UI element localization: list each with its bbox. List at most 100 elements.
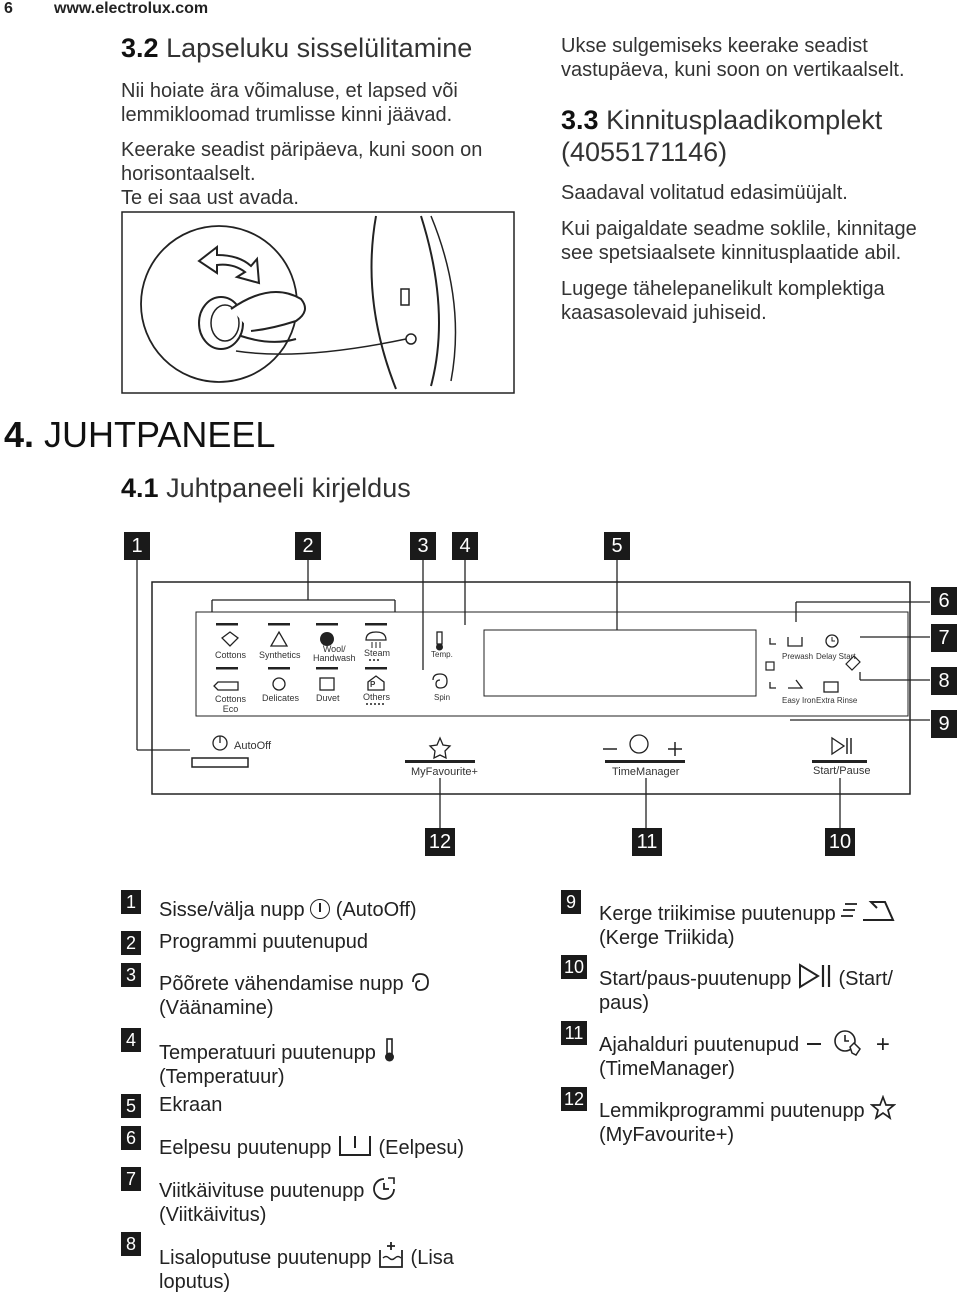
section-3-2-p1: Nii hoiate ära võimaluse, et lapsed või … xyxy=(121,79,458,127)
legend-item-12: Lemmikprogrammi puutenupp (MyFavourite+) xyxy=(599,1094,897,1147)
text-line: Lugege tähelepanelikult komplektiga xyxy=(561,278,885,300)
callout-4: 4 xyxy=(452,532,478,560)
callout-11: 11 xyxy=(632,828,662,856)
text-line: see spetsiaalsete kinnitusplaatide abil. xyxy=(561,242,902,264)
right-top-p1: Saadaval volitatud edasimüüjalt. xyxy=(561,182,848,204)
easy-iron-icon xyxy=(841,901,895,921)
callout-7: 7 xyxy=(931,624,957,652)
thermometer-icon xyxy=(385,1038,395,1062)
label-autooff: AutoOff xyxy=(234,740,272,752)
legend-text: (Lisa xyxy=(410,1247,454,1269)
section-3-2-p2: Keerake seadist päripäeva, kuni soon on … xyxy=(121,138,482,210)
legend-num-5: 5 xyxy=(121,1094,141,1118)
label-others: Others xyxy=(363,692,391,702)
legend-num-4: 4 xyxy=(121,1028,141,1052)
legend-item-8: Lisaloputuse puutenupp (Lisa loputus) xyxy=(159,1240,454,1294)
legend-text: Viitkäivituse puutenupp xyxy=(159,1180,365,1202)
text-line: Wool/ xyxy=(322,644,346,654)
label-wool: Wool/ Handwash xyxy=(313,645,356,663)
legend-text: Ajahalduri puutenupud xyxy=(599,1034,800,1056)
text-line: Eco xyxy=(222,704,239,714)
legend-text: (Eelpesu) xyxy=(378,1137,465,1159)
label-prewash: Prewash xyxy=(782,652,814,661)
legend-num-10: 10 xyxy=(561,955,587,979)
label-myfavourite: MyFavourite+ xyxy=(411,766,478,778)
legend-text: Põõrete vähendamise nupp xyxy=(159,973,404,995)
child-lock-illustration xyxy=(121,211,515,394)
right-top-p0: Ukse sulgemiseks keerake seadist vastupä… xyxy=(561,34,905,82)
legend-text: (Väänamine) xyxy=(159,997,274,1019)
callout-1: 1 xyxy=(124,532,150,560)
legend-item-11: Ajahalduri puutenupud + (TimeManager) xyxy=(599,1029,890,1081)
text-line: vastupäeva, kuni soon on vertikaalselt. xyxy=(561,59,905,81)
text-line: horisontaalselt. xyxy=(121,163,256,185)
legend-text: Lisaloputuse puutenupp xyxy=(159,1247,372,1269)
legend-text: Kerge triikimise puutenupp xyxy=(599,903,836,925)
control-panel-diagram xyxy=(136,560,930,828)
legend-text: paus) xyxy=(599,992,650,1014)
legend-text: Eelpesu puutenupp xyxy=(159,1137,332,1159)
header-url: www.electrolux.com xyxy=(54,0,209,17)
legend-text: (TimeManager) xyxy=(599,1058,735,1080)
callout-12: 12 xyxy=(425,828,455,856)
legend-text: Start/paus-puutenupp xyxy=(599,968,792,990)
legend-num-7: 7 xyxy=(121,1167,141,1191)
text-line: Kui paigaldate seadme soklile, kinnitage xyxy=(561,218,917,240)
prewash-icon xyxy=(338,1136,371,1156)
legend-item-9: Kerge triikimise puutenupp (Kerge Triiki… xyxy=(599,898,897,950)
section-number: 4. xyxy=(4,414,35,455)
callout-10: 10 xyxy=(825,828,855,856)
legend-text: loputus) xyxy=(159,1271,231,1293)
label-timemanager: TimeManager xyxy=(612,766,680,778)
text-line: Cottons xyxy=(215,694,247,704)
right-top-p2: Kui paigaldate seadme soklile, kinnitage… xyxy=(561,217,917,265)
timemanager-icon xyxy=(834,1030,862,1056)
label-cottons: Cottons xyxy=(215,650,247,660)
legend-item-4: Temperatuuri puutenupp (Temperatuur) xyxy=(159,1037,397,1089)
legend-text: (Temperatuur) xyxy=(159,1066,285,1088)
extra-rinse-icon xyxy=(379,1242,403,1268)
label-temp: Temp. xyxy=(431,650,453,659)
callout-8: 8 xyxy=(931,667,957,695)
label-delicates: Delicates xyxy=(262,693,300,703)
legend-text: (AutoOff) xyxy=(335,899,417,921)
label-synthetics: Synthetics xyxy=(259,650,301,660)
start-pause-icon xyxy=(798,963,831,989)
legend-text: (Start/ xyxy=(838,968,893,990)
legend-item-1: Sisse/välja nupp (AutoOff) xyxy=(159,898,417,922)
legend-item-2: Programmi puutenupud xyxy=(159,931,369,953)
text-line: lemmikloomad trumlisse kinni jäävad. xyxy=(121,104,453,126)
power-icon xyxy=(310,899,331,919)
legend-item-3: Põõrete vähendamise nupp (Väänamine) xyxy=(159,971,431,1020)
delay-start-icon xyxy=(373,1177,395,1200)
text-line: Nii hoiate ära võimaluse, et lapsed või xyxy=(121,80,458,102)
section-4-1-title: 4.1 Juhtpaneeli kirjeldus xyxy=(121,473,411,504)
spin-icon xyxy=(412,973,430,991)
star-icon xyxy=(869,1094,897,1121)
legend-num-6: 6 xyxy=(121,1126,141,1150)
callout-9: 9 xyxy=(931,710,957,738)
minus-icon xyxy=(806,1043,821,1045)
label-extra-rinse: Extra Rinse xyxy=(816,696,858,705)
label-spin: Spin xyxy=(434,693,451,702)
text-line: kaasasolevaid juhiseid. xyxy=(561,302,767,324)
label-steam: Steam xyxy=(364,648,391,658)
section-title-text: (4055171146) xyxy=(561,137,728,167)
legend-item-10: Start/paus-puutenupp (Start/ paus) xyxy=(599,963,893,1015)
callout-2: 2 xyxy=(295,532,321,560)
label-duvet: Duvet xyxy=(316,693,340,703)
text-line: Handwash xyxy=(313,653,356,663)
callout-5: 5 xyxy=(604,532,630,560)
label-startpause: Start/Pause xyxy=(813,765,871,777)
legend-text: (MyFavourite+) xyxy=(599,1124,735,1146)
legend-item-6: Eelpesu puutenupp (Eelpesu) xyxy=(159,1134,464,1160)
section-title-text: Juhtpaneeli kirjeldus xyxy=(166,473,411,503)
legend-num-11: 11 xyxy=(561,1021,587,1045)
text-line: Te ei saa ust avada. xyxy=(121,187,299,209)
callout-3: 3 xyxy=(410,532,436,560)
legend-text: (Viitkäivitus) xyxy=(159,1204,267,1226)
label-delay-start: Delay Start xyxy=(816,652,856,661)
text-line: Ukse sulgemiseks keerake seadist xyxy=(561,35,868,57)
section-title-text: Lapseluku sisselülitamine xyxy=(166,33,473,63)
section-number: 3.3 xyxy=(561,105,599,135)
